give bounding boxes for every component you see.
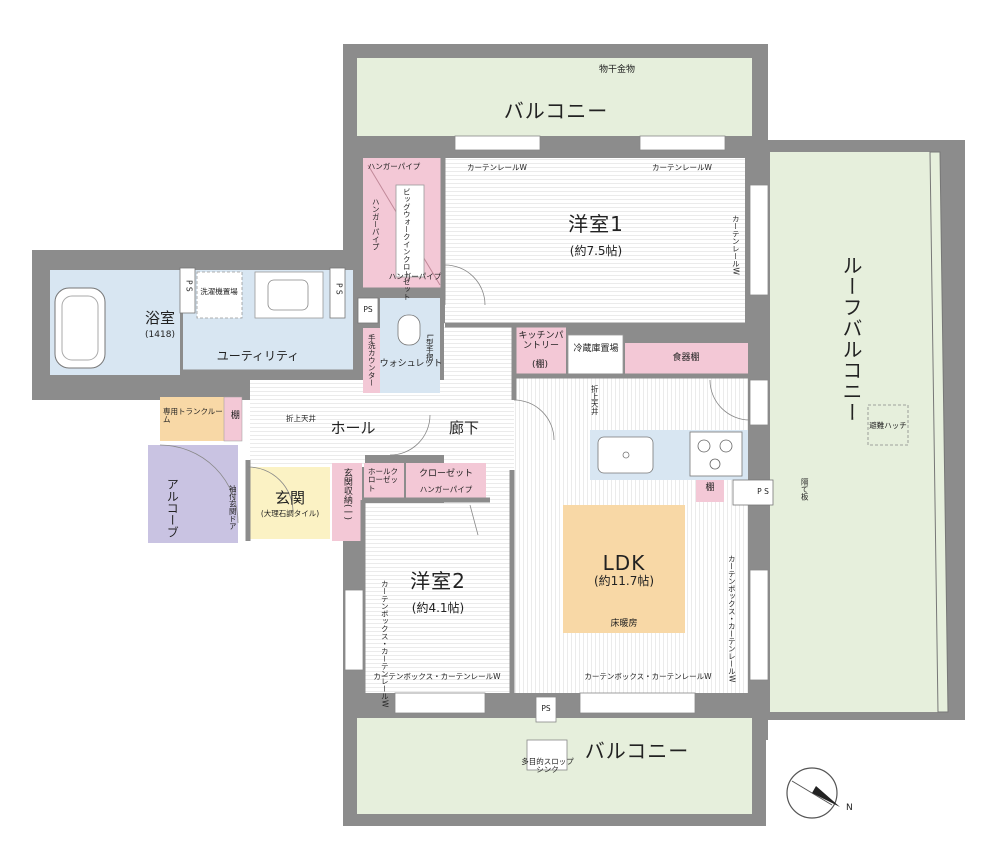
bathtub [54, 287, 106, 369]
toilet-bowl [397, 314, 421, 346]
trunk-shelf-label: 棚 [228, 410, 239, 419]
alcove-floor [148, 445, 238, 543]
north-label: N [846, 803, 853, 813]
sink-drain [622, 451, 630, 459]
toilet-floor [380, 298, 440, 393]
kitchen-shelf [696, 480, 724, 502]
utility-label: ユーティリティ [216, 349, 300, 363]
drying-hardware-label: 物干金物 [598, 65, 636, 75]
bath-label: 浴室 [144, 309, 176, 327]
curtain-rail-1: カーテンレールW [467, 163, 527, 172]
ldk-ceiling-label: 折上天井 [590, 385, 600, 415]
entrance-floor [248, 467, 330, 539]
balcony-top-label: バルコニー [503, 99, 609, 123]
closet-hanger-pipe: ハンガーパイプ [419, 485, 473, 494]
closet-label: クローゼット [418, 469, 474, 479]
entrance-label: 玄関 [274, 489, 306, 507]
washbasin-bowl [267, 279, 309, 311]
hall-label: ホール [330, 419, 376, 437]
western1-floor [445, 158, 745, 323]
washer-space [196, 271, 243, 319]
hand-counter-floor [363, 328, 380, 393]
western1-size: (約7.5帖) [569, 244, 623, 258]
trunk-shelf-floor [223, 396, 243, 442]
ps-box-1 [179, 267, 196, 314]
entrance-note: (大理石調タイル) [260, 509, 320, 518]
balcony-bottom-label: バルコニー [584, 739, 690, 763]
l-handrail-label: L型手摺 [425, 334, 435, 361]
burner-1 [697, 439, 711, 453]
door-swings [159, 264, 751, 536]
curtain-box-3: カーテンボックス・カーテンレールW [380, 580, 390, 708]
western2-label: 洋室2 [410, 569, 466, 593]
western1-label: 洋室1 [568, 212, 624, 236]
ps-label-1: P S [184, 280, 194, 292]
walkin-hanger-pipe-bottom: ハンガーパイプ [388, 272, 442, 281]
walkin-hanger-pipe-top: ハンガーパイプ [367, 162, 421, 171]
curtain-rail-2: カーテンレールW [652, 163, 712, 172]
ps-label-4: P S [757, 487, 769, 496]
floor-heating-label: 床暖房 [610, 619, 638, 629]
floor-heating-area [563, 505, 685, 633]
ldk-size: (約11.7帖) [593, 574, 655, 588]
washbasin [254, 271, 324, 319]
curtain-box-1: カーテンボックス・カーテンレールW [373, 672, 501, 681]
windows [344, 135, 769, 771]
curtain-rail-3: カーテンレールW [731, 215, 741, 275]
burner-2 [719, 439, 733, 453]
ps-box-2 [329, 267, 346, 319]
kitchen-shelf-label: 棚 [705, 483, 715, 493]
walkin-hanger-pipe-side: ハンガーパイプ [371, 198, 381, 251]
bathtub-inner [61, 295, 99, 361]
escape-hatch [867, 404, 909, 446]
walkin-label: ビッグウォークインクローゼット [402, 188, 412, 301]
pantry-shelf-label: (棚) [531, 360, 549, 370]
burner-3 [709, 458, 721, 470]
fridge-floor [567, 334, 624, 376]
ps-label-5: PS [541, 704, 551, 713]
hand-counter-label: 手洗カウンター [367, 334, 377, 387]
walkin-label-box [395, 184, 425, 278]
ps-label-3: PS [363, 305, 373, 314]
compass-icon [786, 767, 840, 819]
roof-balcony-edge [929, 151, 949, 713]
pantry-label: キッチンパントリー [518, 331, 564, 351]
cupboard-label: 食器棚 [672, 353, 700, 363]
stove [689, 431, 743, 477]
hall-ceiling-label: 折上天井 [286, 414, 316, 423]
corridor-label: 廊下 [448, 419, 480, 437]
hall-closet-floor [364, 463, 404, 499]
ps-box-3 [357, 297, 379, 324]
curtain-box-4: カーテンボックス・カーテンレールW [727, 555, 737, 683]
ps-box-4 [732, 479, 774, 506]
hall-closet-label: ホールクローゼット [368, 467, 398, 493]
western2-size: (約4.1帖) [411, 601, 465, 615]
slop-sink-label: 多目的スロップシンク [521, 757, 574, 775]
sleeve-door-label: 袖付玄関ドア [228, 485, 238, 530]
fridge-label: 冷蔵庫置場 [573, 344, 619, 354]
roof-balcony-floor [770, 152, 948, 712]
cupboard-floor [625, 343, 748, 375]
alcove-label: アルコーブ [165, 478, 180, 538]
interior-walls [180, 158, 748, 693]
pantry-floor [514, 326, 566, 378]
ldk-label: LDK [602, 551, 646, 575]
bath-size: (1418) [145, 330, 175, 340]
curtain-box-2: カーテンボックス・カーテンレールW [584, 672, 712, 681]
western2-floor [365, 503, 514, 693]
kitchen-sink [597, 436, 654, 474]
trunk-room-label: 専用トランクルーム [163, 407, 223, 425]
ps-label-2: P S [334, 283, 344, 295]
entrance-storage-floor [332, 463, 362, 541]
escape-hatch-label: 避難ハッチ [869, 421, 907, 430]
entrance-storage-label: 玄関収納(一) [341, 468, 352, 521]
washer-label: 洗濯機置場 [200, 287, 238, 296]
roof-balcony-label: ルーフバルコニー [839, 255, 863, 423]
closet-floor [406, 463, 486, 499]
washlet-label: ウォシュレット [379, 359, 443, 369]
balcony-top-floor [357, 58, 752, 136]
partition-label: 隔て板 [800, 478, 810, 501]
